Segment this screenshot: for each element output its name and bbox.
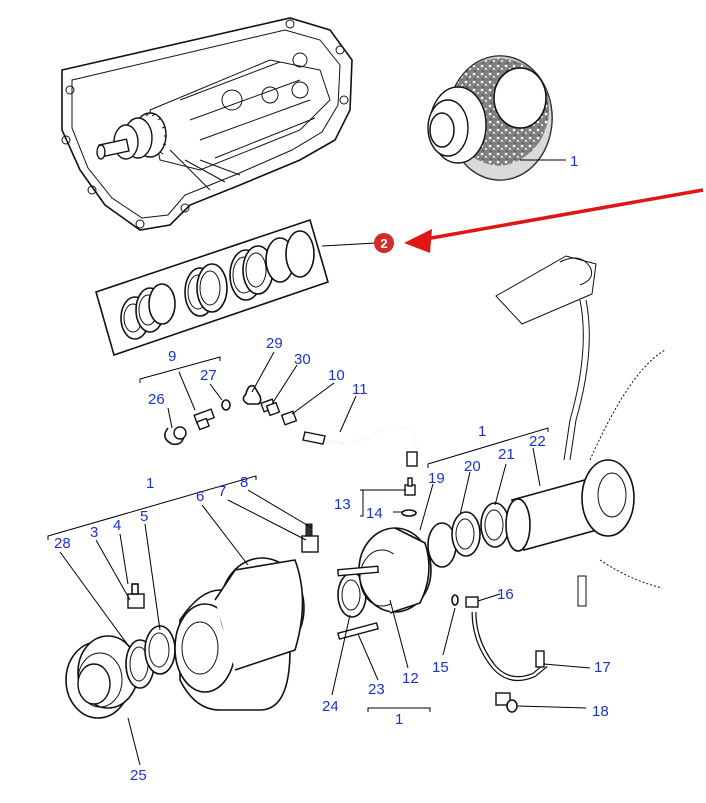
label-4: 4 [113,517,121,534]
callout-badge [374,233,394,253]
bell-housing-illustration [495,255,666,607]
ring-kit-box [95,218,329,357]
label-17: 17 [594,659,611,676]
label-23: 23 [368,681,385,698]
label-22: 22 [529,433,546,450]
label-30: 30 [294,351,311,368]
transmission-housing-illustration [61,17,353,231]
label-24: 24 [322,698,339,715]
label-20: 20 [464,458,481,475]
label-9: 9 [168,348,176,365]
leader-lines [47,159,591,766]
callout-number: 2 [380,236,387,251]
label-28: 28 [54,535,71,552]
label-25: 25 [130,767,147,784]
label-12: 12 [402,670,419,687]
label-26: 26 [148,391,165,408]
torque-converter-illustration [427,55,553,181]
label-1-right: 1 [478,423,486,440]
label-19: 19 [428,470,445,487]
leader-callout-2 [321,242,377,247]
label-16: 16 [497,586,514,603]
label-10: 10 [328,367,345,384]
label-8: 8 [240,474,248,491]
label-29: 29 [266,335,283,352]
label-15: 15 [432,659,449,676]
fittings-upper [164,384,418,517]
label-1-converter: 1 [570,153,578,170]
label-6: 6 [196,488,204,505]
label-13: 13 [334,496,351,513]
label-11: 11 [352,381,368,398]
label-14: 14 [366,505,383,522]
label-7: 7 [218,483,226,500]
label-1-bottom: 1 [395,711,403,728]
label-5: 5 [140,508,148,525]
label-18: 18 [592,703,609,720]
red-arrow [404,188,704,253]
label-3: 3 [90,524,98,541]
part-labels: 1 9 27 26 29 30 10 11 1 1 13 14 19 20 21… [54,153,611,784]
label-1-left: 1 [146,475,154,492]
label-27: 27 [200,367,217,384]
label-21: 21 [498,446,515,463]
